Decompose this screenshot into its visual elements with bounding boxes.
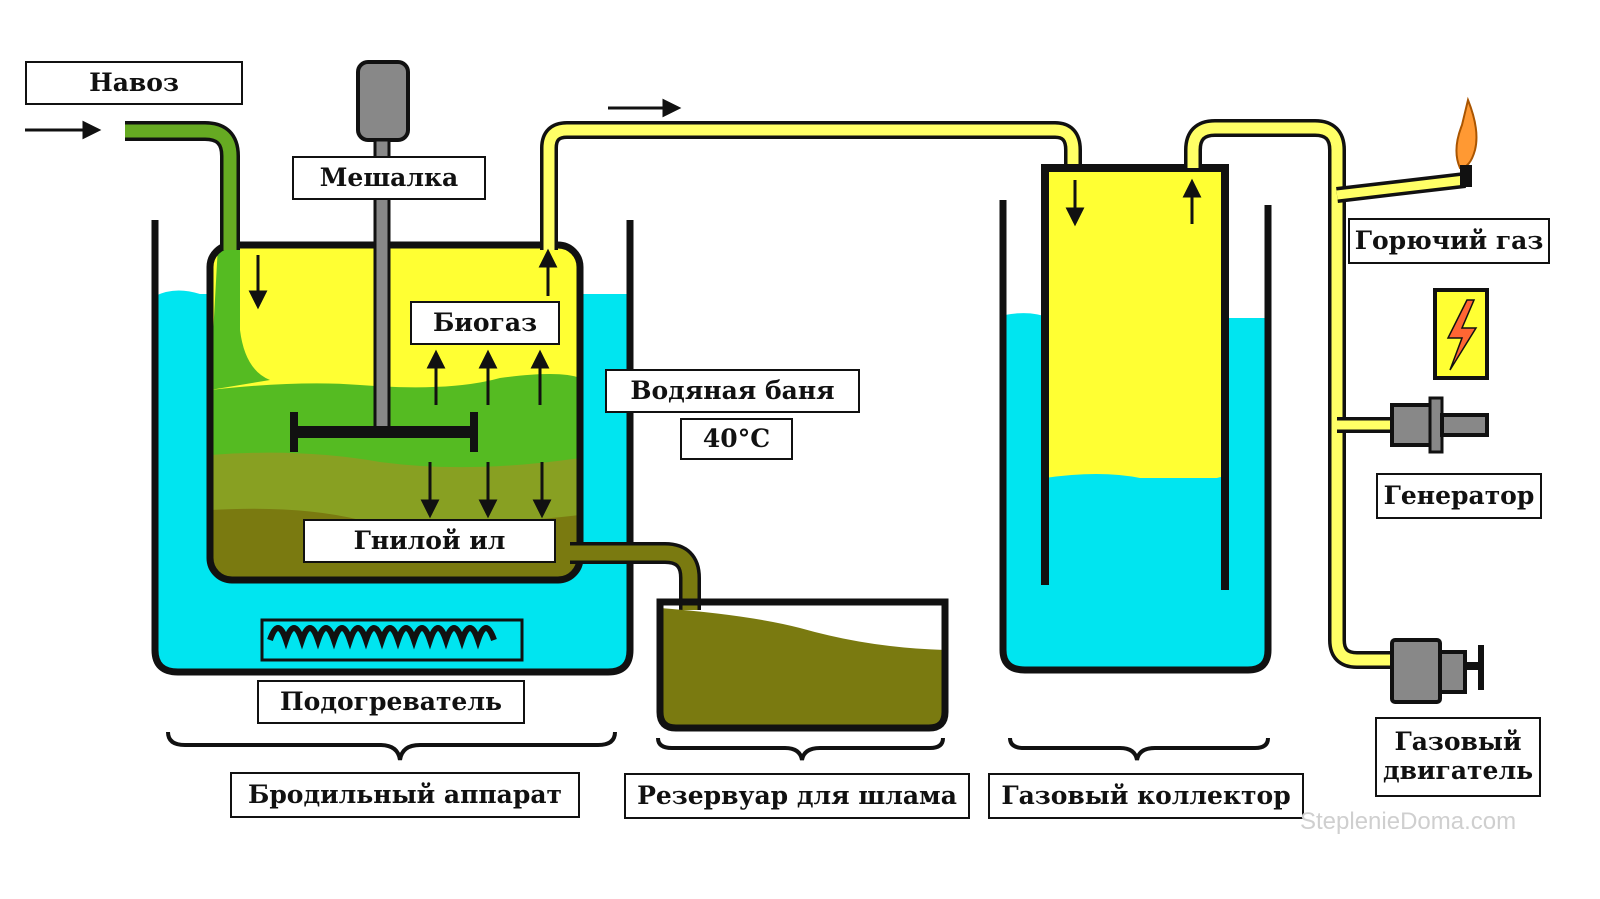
heater-label: Подогреватель <box>257 680 525 724</box>
sludge-label: Гнилой ил <box>303 519 556 563</box>
gas-collector <box>999 164 1272 674</box>
heater-coil <box>260 618 524 662</box>
output-gas-pipe <box>1184 119 1466 669</box>
temperature-label: 40°C <box>680 418 793 460</box>
mixer-blade <box>295 426 475 438</box>
biogas-pipe <box>540 121 1082 250</box>
mixer-label: Мешалка <box>292 156 486 200</box>
mixer-motor <box>356 60 410 142</box>
gas-collector-label: Газовый коллектор <box>988 773 1304 819</box>
sludge-pipe <box>570 542 701 610</box>
water-bath-label: Водяная баня <box>605 369 860 413</box>
manure-label: Навоз <box>25 61 243 105</box>
sludge-tank <box>656 598 949 732</box>
sludge-tank-label: Резервуар для шлама <box>624 773 970 819</box>
mixer <box>290 60 478 452</box>
generator-icon <box>1390 396 1489 454</box>
flow-arrows <box>25 98 1202 519</box>
biogas-label: Биогаз <box>410 301 560 345</box>
gas-engine-label-line2: двигатель <box>1382 756 1534 785</box>
gas-engine-icon <box>1390 638 1484 704</box>
gas-engine-label-line1: Газовый <box>1394 727 1522 757</box>
manure-input-pipe <box>125 121 240 250</box>
gas-engine-label: Газовый двигатель <box>1375 717 1541 797</box>
section-braces <box>166 731 1270 761</box>
fermenter-label: Бродильный аппарат <box>230 772 580 818</box>
flame-icon <box>1455 96 1478 187</box>
lightning-icon <box>1433 288 1489 380</box>
generator-label: Генератор <box>1376 473 1542 519</box>
watermark: SteplenieDoma.com <box>1300 808 1517 835</box>
combustible-gas-label: Горючий газ <box>1348 218 1550 264</box>
